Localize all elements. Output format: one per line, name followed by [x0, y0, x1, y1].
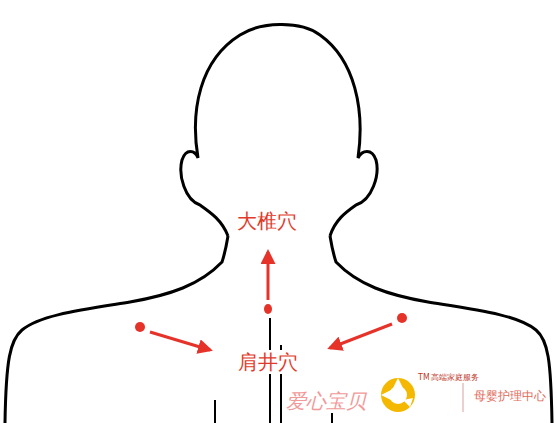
pointer-arrow — [150, 332, 210, 350]
acupoint-label: 肩井穴 — [236, 350, 300, 374]
separator-line — [463, 380, 464, 412]
acupoint-label: 大椎穴 — [235, 209, 299, 233]
pointer-arrow — [267, 252, 270, 300]
left-shoulder — [5, 236, 228, 423]
logo-name: 母婴护理中心 — [472, 389, 548, 403]
acupoint-dot — [397, 313, 407, 323]
blade-line — [214, 400, 216, 423]
watermark: 爱心宝贝 — [284, 389, 368, 413]
logo-slogan: 高端家庭服务 — [429, 373, 481, 383]
logo-icon — [381, 378, 415, 412]
acupoint-dot — [135, 322, 145, 332]
acupoint-dot — [264, 304, 272, 314]
pointer-arrow — [330, 324, 392, 348]
head-outline — [181, 24, 377, 236]
